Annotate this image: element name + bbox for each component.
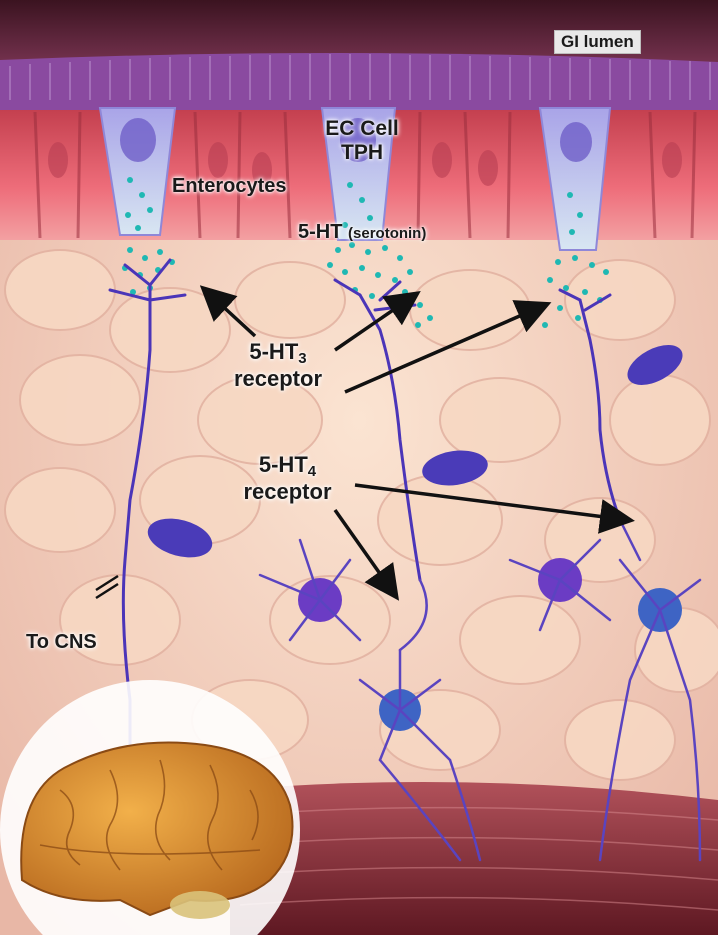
gi-lumen-label: GI lumen bbox=[554, 30, 641, 54]
5ht3-receptor-label: 5-HT3 receptor bbox=[213, 340, 343, 390]
serotonin-label: 5-HT (serotonin) bbox=[298, 222, 426, 243]
to-cns-label: To CNS bbox=[26, 632, 97, 653]
serotonin-paren: (serotonin) bbox=[348, 225, 426, 242]
serotonin-main: 5-HT bbox=[298, 221, 342, 243]
brain-icon bbox=[21, 743, 292, 916]
5ht3-subscript: 3 bbox=[298, 350, 306, 367]
5ht4-subscript: 4 bbox=[308, 463, 316, 480]
5ht4-receptor-word: receptor bbox=[225, 480, 350, 503]
5ht4-prefix: 5-HT bbox=[259, 452, 308, 477]
5ht3-prefix: 5-HT bbox=[249, 339, 298, 364]
tph-label: TPH bbox=[312, 142, 412, 164]
enterocytes-label: Enterocytes bbox=[172, 176, 287, 197]
5ht4-receptor-label: 5-HT4 receptor bbox=[225, 453, 350, 503]
muscle-layer bbox=[230, 782, 718, 935]
ec-cell-label: EC Cell TPH bbox=[312, 118, 412, 164]
ec-cell-title: EC Cell bbox=[312, 118, 412, 140]
5ht3-receptor-word: receptor bbox=[213, 367, 343, 390]
